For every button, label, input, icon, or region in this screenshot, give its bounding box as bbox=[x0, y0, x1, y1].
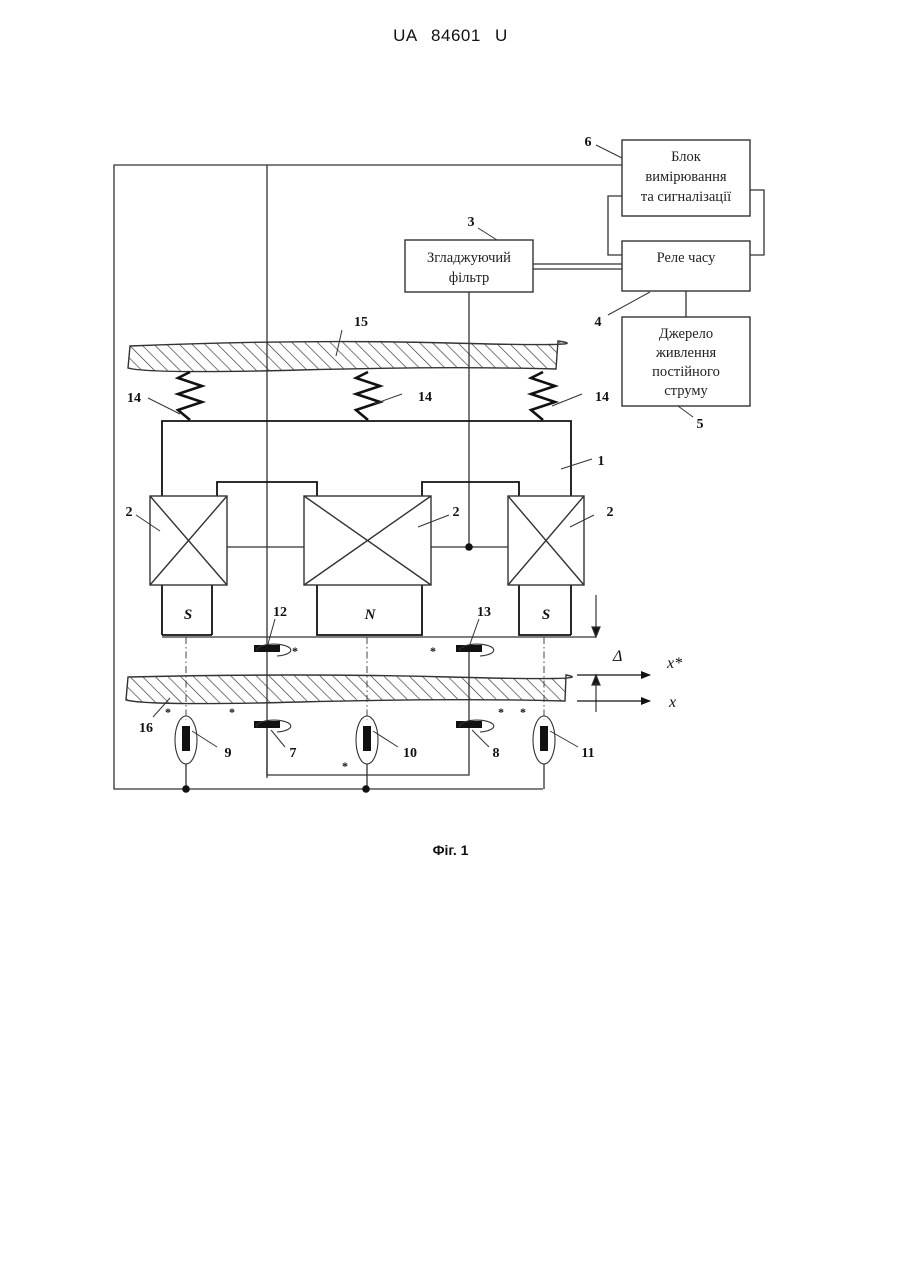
filter-label-line1: Згладжуючий bbox=[427, 250, 511, 266]
hall-sensor-7 bbox=[254, 720, 291, 732]
power-source-line3: постійного bbox=[652, 364, 720, 380]
springs-14 bbox=[178, 372, 555, 420]
axis-x-star-label: x* bbox=[666, 655, 682, 672]
star-7: * bbox=[229, 705, 235, 719]
label-7: 7 bbox=[290, 746, 297, 761]
time-relay-label: Реле часу bbox=[657, 250, 717, 266]
time-relay-block: Реле часу bbox=[622, 241, 750, 291]
upper-structure-15 bbox=[128, 341, 567, 372]
junction-node-9 bbox=[182, 785, 190, 793]
star-8: * bbox=[498, 705, 504, 719]
hall-sensor-9 bbox=[175, 716, 197, 764]
label-10: 10 bbox=[403, 746, 417, 761]
label-5: 5 bbox=[697, 417, 704, 432]
power-source-block: Джерело живлення постійного струму bbox=[622, 317, 750, 406]
measurement-block-line2: вимірювання bbox=[645, 169, 727, 185]
label-14-left: 14 bbox=[127, 391, 141, 406]
leader-lines bbox=[136, 145, 693, 747]
star-12: * bbox=[292, 644, 298, 658]
measurement-block-line1: Блок bbox=[671, 149, 702, 165]
power-source-line4: струму bbox=[664, 383, 708, 399]
label-2-left: 2 bbox=[126, 505, 133, 520]
axis-x-label: x bbox=[668, 694, 676, 711]
label-3: 3 bbox=[468, 215, 475, 230]
hall-sensor-10 bbox=[356, 716, 378, 764]
pole-s-left: S bbox=[184, 607, 192, 623]
figure-caption: Фіг. 1 bbox=[0, 842, 901, 858]
moving-rail-16 bbox=[126, 675, 572, 704]
star-13: * bbox=[430, 644, 436, 658]
power-source-line2: живлення bbox=[655, 345, 717, 361]
label-12: 12 bbox=[273, 605, 287, 620]
gap-delta-label: Δ bbox=[612, 648, 622, 665]
label-2-center: 2 bbox=[453, 505, 460, 520]
power-source-line1: Джерело bbox=[659, 326, 713, 342]
label-8: 8 bbox=[493, 746, 500, 761]
gap-dimension bbox=[592, 595, 600, 712]
pole-s-right: S bbox=[542, 607, 550, 623]
coils-2 bbox=[150, 496, 584, 585]
measurement-signaling-block: Блок вимірювання та сигналізації bbox=[622, 140, 750, 216]
star-9: * bbox=[165, 705, 171, 719]
filter-label-line2: фільтр bbox=[449, 270, 489, 286]
pole-n-center: N bbox=[364, 607, 377, 623]
smoothing-filter-block: Згладжуючий фільтр bbox=[405, 240, 533, 292]
hall-sensor-13 bbox=[456, 644, 494, 656]
label-11: 11 bbox=[581, 746, 594, 761]
measurement-block-line3: та сигналізації bbox=[641, 189, 731, 205]
sensor-wiring bbox=[186, 652, 544, 789]
junction-node-coils bbox=[465, 543, 473, 551]
label-9: 9 bbox=[225, 746, 232, 761]
label-14-right: 14 bbox=[595, 390, 609, 405]
label-4: 4 bbox=[595, 315, 602, 330]
star-10: * bbox=[342, 759, 348, 773]
junction-node-10 bbox=[362, 785, 370, 793]
hall-sensor-11 bbox=[533, 716, 555, 764]
label-13: 13 bbox=[477, 605, 491, 620]
label-16: 16 bbox=[139, 721, 153, 736]
label-15: 15 bbox=[354, 315, 368, 330]
star-11: * bbox=[520, 705, 526, 719]
label-1: 1 bbox=[598, 454, 605, 469]
hall-sensor-8 bbox=[456, 720, 494, 732]
label-2-right: 2 bbox=[607, 505, 614, 520]
label-14-center: 14 bbox=[418, 390, 432, 405]
hall-sensor-12 bbox=[254, 644, 291, 656]
label-6: 6 bbox=[585, 135, 592, 150]
